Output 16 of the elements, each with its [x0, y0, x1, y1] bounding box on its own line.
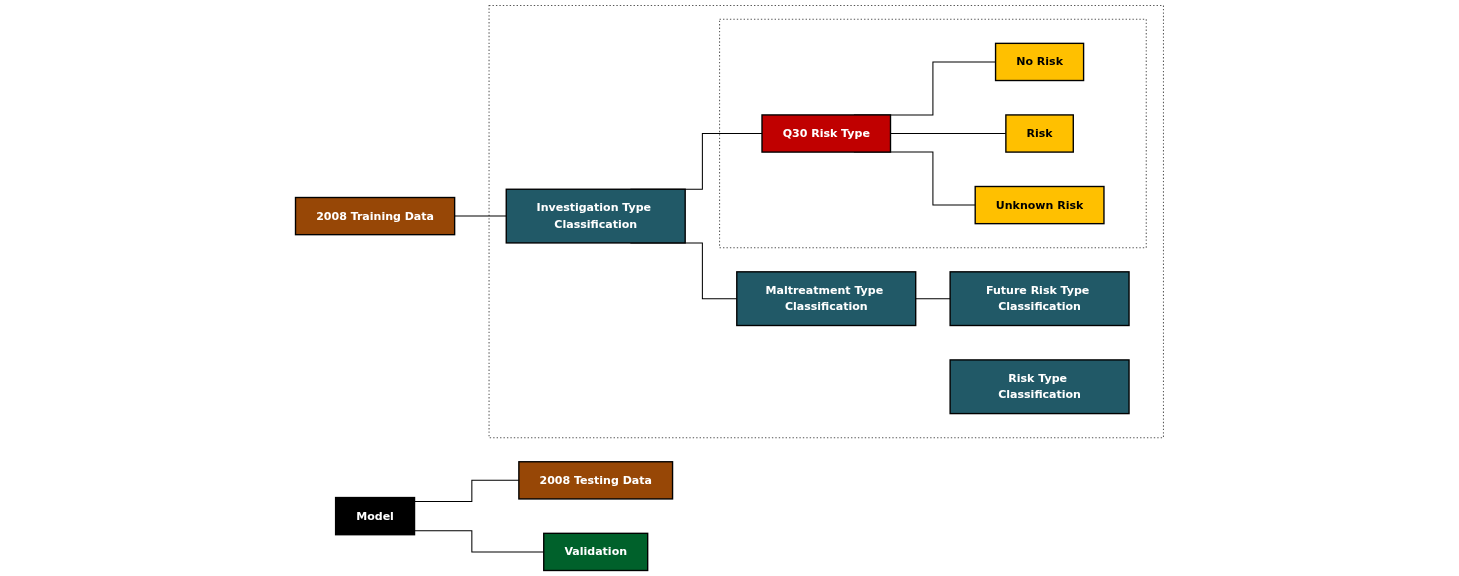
node-box: Risk Type Classification	[949, 359, 1130, 415]
node-box: Validation	[543, 532, 649, 572]
connector	[915, 298, 951, 300]
node-box: Risk	[1005, 114, 1074, 153]
node-box: 2008 Testing Data	[518, 461, 674, 500]
node-box: Maltreatment Type Classification	[736, 271, 917, 327]
node-box: Unknown Risk	[974, 185, 1105, 225]
node-box: Q30 Risk Type	[761, 114, 892, 153]
cluster	[719, 18, 1147, 249]
node-box: Investigation Type Classification	[505, 188, 686, 244]
node-box: 2008 Training Data	[294, 196, 456, 236]
node-box: No Risk	[994, 42, 1085, 82]
connector	[454, 215, 507, 217]
node-box: Model	[334, 496, 416, 536]
node-box: Future Risk Type Classification	[949, 271, 1130, 327]
cluster	[488, 5, 1164, 439]
